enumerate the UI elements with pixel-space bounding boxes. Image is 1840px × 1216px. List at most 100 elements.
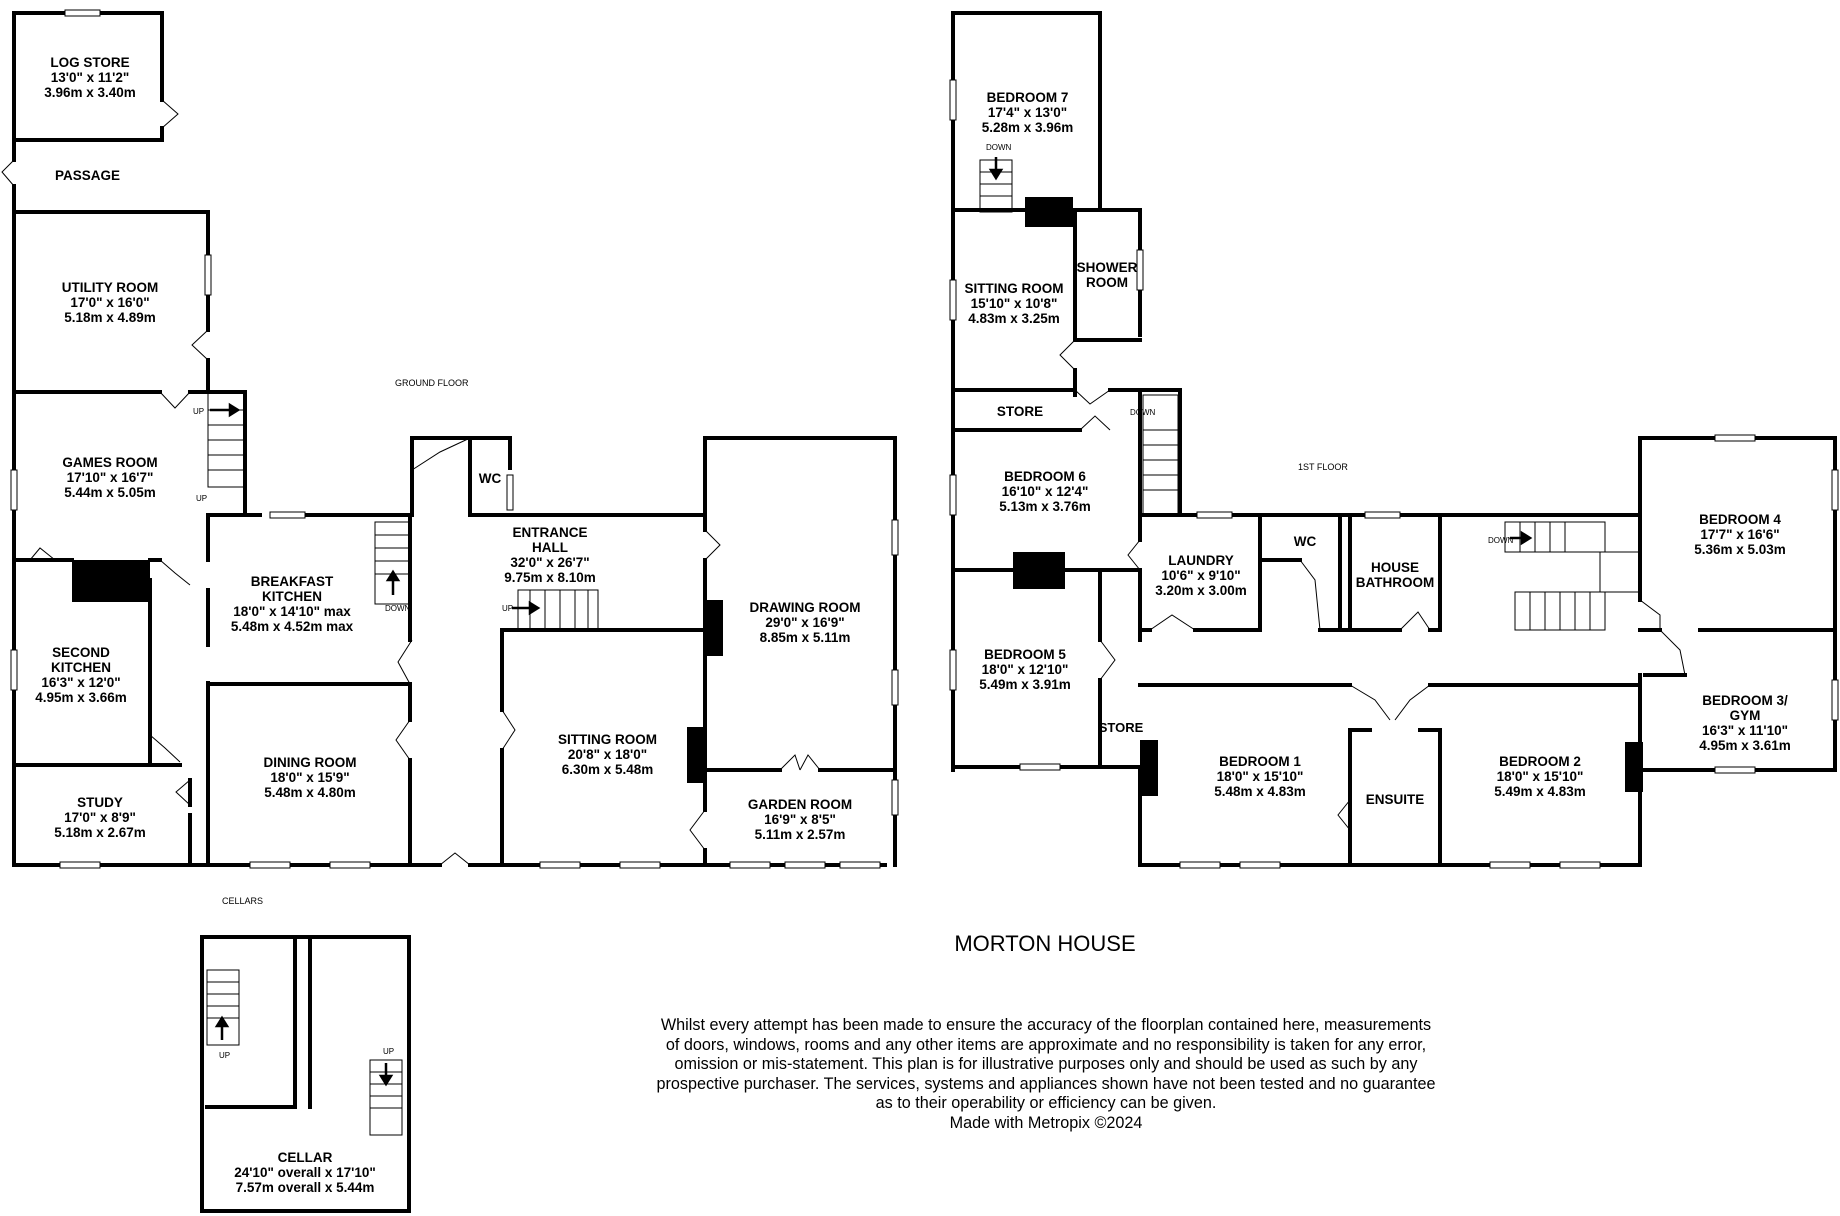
room-name: WC: [478, 471, 502, 486]
room-name: BEDROOM 1: [1219, 754, 1301, 769]
stair-up-label: UP: [196, 494, 208, 503]
room-name-line2: ROOM: [1086, 275, 1128, 290]
room-name: STORE: [996, 404, 1044, 419]
room-name: BEDROOM 7: [986, 90, 1069, 105]
disclaimer-line: prospective purchaser. The services, sys…: [656, 1074, 1436, 1093]
room-metric: 8.85m x 5.11m: [759, 630, 851, 645]
stair-down-label: DOWN: [1488, 536, 1514, 545]
room-house-bathroom: HOUSE BATHROOM: [1352, 560, 1438, 590]
room-name: SITTING ROOM: [964, 281, 1064, 296]
room-imperial: 17'0" x 8'9": [64, 810, 136, 825]
room-imperial: 17'10" x 16'7": [66, 470, 154, 485]
room-bedroom-2: BEDROOM 2 18'0" x 15'10" 5.49m x 4.83m: [1455, 754, 1625, 799]
room-metric: 6.30m x 5.48m: [561, 762, 654, 777]
room-imperial: 18'0" x 15'9": [270, 770, 350, 785]
room-store: STORE: [975, 404, 1065, 419]
room-metric: 5.18m x 4.89m: [64, 310, 156, 325]
stair-arrows: [210, 157, 1533, 1087]
room-name: GAMES ROOM: [62, 455, 158, 470]
room-study: STUDY 17'0" x 8'9" 5.18m x 2.67m: [20, 795, 180, 840]
room-imperial: 20'8" x 18'0": [567, 747, 648, 762]
room-name-line1: ENTRANCE: [512, 525, 588, 540]
room-metric: 5.28m x 3.96m: [981, 120, 1074, 135]
room-imperial: 16'3" x 12'0": [41, 675, 121, 690]
room-metric: 9.75m x 8.10m: [504, 570, 596, 585]
room-name-line2: KITCHEN: [51, 660, 111, 675]
room-metric: 3.20m x 3.00m: [1155, 583, 1247, 598]
room-name: LAUNDRY: [1168, 553, 1234, 568]
room-entrance-hall: ENTRANCE HALL 32'0" x 26'7" 9.75m x 8.10…: [475, 525, 625, 585]
room-metric: 5.48m x 4.80m: [264, 785, 356, 800]
stair-up-label: UP: [502, 604, 514, 613]
room-metric: 5.13m x 3.76m: [999, 499, 1091, 514]
room-name-line2: HALL: [532, 540, 568, 555]
room-imperial: 18'0" x 12'10": [981, 662, 1069, 677]
room-utility-room: UTILITY ROOM 17'0" x 16'0" 5.18m x 4.89m: [30, 280, 190, 325]
room-metric: 5.18m x 2.67m: [54, 825, 146, 840]
room-games-room: GAMES ROOM 17'10" x 16'7" 5.44m x 5.05m: [25, 455, 195, 500]
room-imperial: 17'4" x 13'0": [987, 105, 1068, 120]
room-imperial: 29'0" x 16'9": [765, 615, 845, 630]
door-swings: [1, 99, 1686, 866]
room-name: DINING ROOM: [263, 755, 357, 770]
stair-up-label: UP: [193, 407, 205, 416]
stair-treads: [206, 159, 1641, 1136]
room-sitting-room-first: SITTING ROOM 15'10" x 10'8" 4.83m x 3.25…: [955, 281, 1073, 326]
room-name: GARDEN ROOM: [747, 797, 853, 812]
room-name: STUDY: [77, 795, 123, 810]
disclaimer-line: as to their operability or efficiency ca…: [875, 1094, 1217, 1113]
room-imperial: 17'0" x 16'0": [70, 295, 150, 310]
disclaimer-line: of doors, windows, rooms and any other i…: [665, 1035, 1427, 1054]
room-name-line2: KITCHEN: [262, 589, 322, 604]
cellars-label: CELLARS: [222, 896, 264, 906]
room-metric: 5.44m x 5.05m: [64, 485, 156, 500]
room-ensuite: ENSUITE: [1352, 792, 1438, 807]
room-name: BEDROOM 2: [1499, 754, 1581, 769]
room-log-store: LOG STORE 13'0" x 11'2" 3.96m x 3.40m: [20, 55, 160, 100]
room-metric: 4.83m x 3.25m: [968, 311, 1060, 326]
room-name: ENSUITE: [1365, 792, 1425, 807]
room-metric: 5.49m x 4.83m: [1494, 784, 1586, 799]
room-metric: 4.95m x 3.61m: [1699, 738, 1791, 753]
room-name: STORE: [1098, 720, 1144, 735]
ground-floor-label: GROUND FLOOR: [395, 378, 469, 388]
room-name: BEDROOM 4: [1699, 512, 1781, 527]
room-name: CELLAR: [277, 1150, 333, 1165]
room-wc-first: WC: [1285, 534, 1325, 549]
room-dining-room: DINING ROOM 18'0" x 15'9" 5.48m x 4.80m: [225, 755, 395, 800]
room-metric: 5.49m x 3.91m: [979, 677, 1071, 692]
room-cellar: CELLAR 24'10" overall x 17'10" 7.57m ove…: [205, 1150, 405, 1195]
stair-down-label: DOWN: [1130, 408, 1156, 417]
room-name-line2: BATHROOM: [1355, 575, 1435, 590]
room-name: UTILITY ROOM: [61, 280, 159, 295]
room-imperial: 18'0" x 15'10": [1496, 769, 1584, 784]
room-name: WC: [1293, 534, 1317, 549]
first-floor-label: 1ST FLOOR: [1298, 462, 1348, 472]
room-name-line1: SECOND: [52, 645, 110, 660]
room-imperial: 13'0" x 11'2": [50, 70, 130, 85]
room-name-line1: SHOWER: [1076, 260, 1138, 275]
room-imperial: 16'3" x 11'10": [1701, 723, 1789, 738]
room-sitting-room: SITTING ROOM 20'8" x 18'0" 6.30m x 5.48m: [530, 732, 685, 777]
room-metric: 5.36m x 5.03m: [1694, 542, 1786, 557]
stair-down-label: DOWN: [385, 604, 411, 613]
room-drawing-room: DRAWING ROOM 29'0" x 16'9" 8.85m x 5.11m: [725, 600, 885, 645]
room-imperial: 16'9" x 8'5": [764, 812, 836, 827]
room-metric: 5.48m x 4.52m max: [230, 619, 354, 634]
room-bedroom-1: BEDROOM 1 18'0" x 15'10" 5.48m x 4.83m: [1180, 754, 1340, 799]
room-imperial: 17'7" x 16'6": [1700, 527, 1780, 542]
room-store-small: STORE: [1098, 720, 1144, 735]
room-metric: 7.57m overall x 5.44m: [235, 1180, 375, 1195]
room-imperial: 24'10" overall x 17'10": [234, 1165, 376, 1180]
room-name: BEDROOM 6: [1004, 469, 1086, 484]
room-name-line1: BEDROOM 3/: [1702, 693, 1788, 708]
room-name-line1: HOUSE: [1370, 560, 1419, 575]
windows: [10, 9, 1839, 869]
stair-up-label: UP: [219, 1051, 231, 1060]
disclaimer-line: Made with Metropix ©2024: [949, 1113, 1143, 1132]
room-name: SITTING ROOM: [558, 732, 657, 747]
room-bedroom-7: BEDROOM 7 17'4" x 13'0" 5.28m x 3.96m: [960, 90, 1095, 135]
stair-down-label: DOWN: [986, 143, 1012, 152]
room-imperial: 16'10" x 12'4": [1001, 484, 1089, 499]
room-name-line1: BREAKFAST: [250, 574, 334, 589]
